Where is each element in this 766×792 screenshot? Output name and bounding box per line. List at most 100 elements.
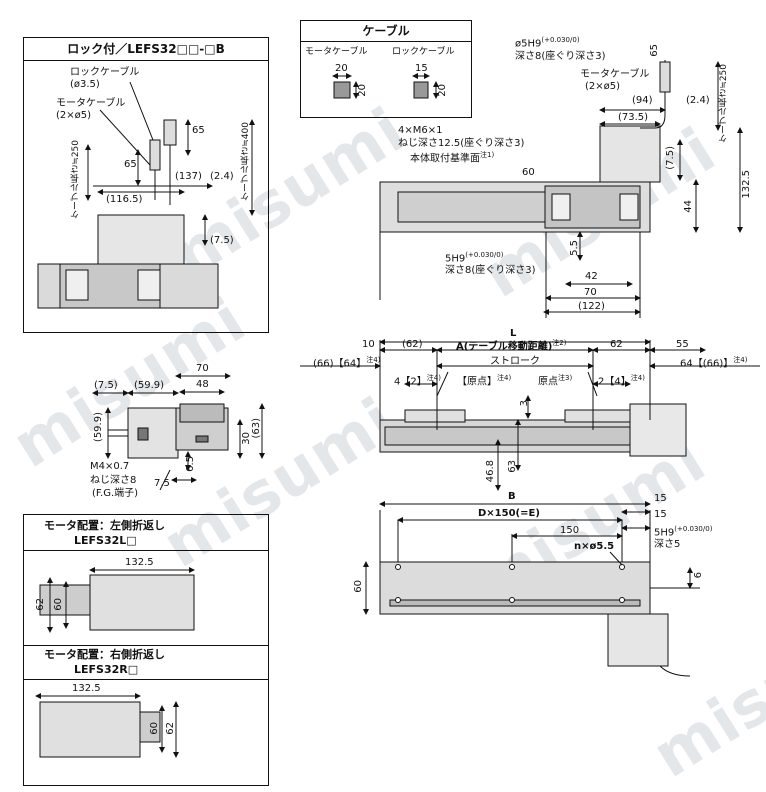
slot-depth: 深さ8(座ぐり深さ3) [445, 265, 536, 276]
motor-right-title: モータ配置：右側折返し [44, 648, 165, 661]
end-dim-7-5-b: 7.5 [154, 478, 170, 489]
dim-A: A(テーブル移動距離)注2) [456, 339, 567, 353]
dim-65-b: 65 [124, 159, 137, 170]
end-dim-59-9: (59.9) [134, 380, 165, 391]
motor-left-model: LEFS32L□ [74, 534, 137, 547]
lock-cable-label: ロックケーブル [70, 67, 140, 78]
side-left-4: 4【2】注4) [394, 374, 441, 388]
side-dim-63: 63 [507, 460, 518, 473]
motor-left-62: 62 [35, 598, 46, 611]
bottom-slot-depth: 深さ5 [654, 539, 681, 550]
side-dim-62a: (62) [402, 339, 423, 350]
end-dim-6-5: 6.5 [185, 456, 196, 472]
top-dim-65: 65 [649, 44, 660, 57]
cable-lock-w: 15 [415, 63, 428, 74]
dim-7-5: (7.5) [210, 235, 234, 246]
lock-cable-dia: (ø3.5) [70, 79, 100, 90]
motor-right-132-5: 132.5 [72, 683, 101, 694]
lock-view-drawing [37, 81, 255, 309]
motor-right-model: LEFS32R□ [74, 663, 139, 676]
cable-panel: ケーブル [300, 20, 472, 118]
top-dim-122: (122) [578, 301, 605, 312]
stroke-label: ストローク [490, 356, 540, 367]
hole-depth: 深さ8(座ぐり深さ3) [515, 51, 606, 62]
bottom-dim-60: 60 [353, 580, 364, 593]
side-dim-46-8: 46.8 [485, 460, 496, 483]
cable-motor-h: 20 [357, 84, 368, 97]
dim-D-expr: D×150(=E) [478, 508, 540, 519]
motor-right-60: 60 [149, 722, 160, 735]
motor-cable-label: モータケーブル [56, 98, 126, 109]
top-dim-5-5: 5.5 [569, 240, 580, 256]
fg-terminal: (F.G.端子) [92, 488, 139, 499]
top-motor-cable: モータケーブル [580, 69, 650, 80]
bottom-view-drawing [363, 501, 700, 677]
top-dim-2-4: (2.4) [686, 95, 710, 106]
cable-drawing [332, 73, 439, 99]
end-dim-30: 30 [241, 432, 252, 445]
motor-right-62: 62 [165, 722, 176, 735]
bottom-slot: 5H9(+0.030/0) [654, 525, 713, 539]
side-dim-3: 3 [519, 400, 530, 407]
top-dim-60: 60 [522, 167, 535, 178]
dim-2-4: (2.4) [210, 171, 234, 182]
end-view-drawing [92, 373, 265, 491]
motor-cable-dia: (2×ø5) [56, 110, 92, 121]
base-ref: 本体取付基準面注1) [410, 151, 495, 165]
top-dim-94: (94) [632, 95, 653, 106]
side-right-mid: 64【(66)】注4) [680, 356, 748, 370]
cable-length-250: ケーブル長さ≒250 [71, 140, 81, 219]
divider [23, 679, 268, 680]
cable-motor-w: 20 [335, 63, 348, 74]
side-dim-62b: 62 [610, 339, 623, 350]
dim-65-a: 65 [192, 125, 205, 136]
motor-left-132-5: 132.5 [125, 557, 154, 568]
bottom-dim-15b: 15 [654, 509, 667, 520]
side-right-2: 2【4】注4) [598, 374, 645, 388]
end-dim-48: 48 [196, 379, 209, 390]
mount-holes: n×ø5.5 [574, 541, 615, 552]
side-dim-10: 10 [362, 339, 375, 350]
top-dim-70: 70 [584, 287, 597, 298]
top-dim-7-5: (7.5) [665, 146, 676, 170]
top-dim-132-5: 132.5 [741, 170, 752, 199]
cable-title: ケーブル [301, 21, 471, 42]
side-view-drawing [300, 339, 760, 491]
motor-layout-panel [23, 514, 269, 786]
motor-left-drawing [39, 567, 195, 633]
mount-screw-depth: ねじ深さ12.5(座ぐり深さ3) [398, 138, 525, 149]
fg-screw-depth: ねじ深さ8 [90, 475, 137, 486]
cable-lock-h: 20 [437, 84, 448, 97]
fg-screw: M4×0.7 [90, 461, 130, 472]
mount-screw: 4×M6×1 [398, 125, 443, 136]
motor-left-60: 60 [53, 598, 64, 611]
end-dim-7-5: (7.5) [94, 380, 118, 391]
dim-116-5: (116.5) [106, 194, 143, 205]
top-motor-cable-dia: (2×ø5) [585, 81, 621, 92]
divider [23, 550, 268, 551]
end-dim-70: 70 [196, 363, 209, 374]
top-right-drawing [379, 60, 743, 318]
end-dim-63: (63) [251, 418, 262, 439]
top-dim-42: 42 [585, 271, 598, 282]
slot-5h9: 5H9(+0.030/0) [445, 251, 504, 265]
motor-right-drawing [35, 693, 179, 758]
top-dim-73-5: (73.5) [618, 112, 649, 123]
top-cable-length: ケーブル長さ≒250 [719, 64, 729, 143]
origin: 原点注3) [538, 374, 573, 388]
dim-L: L [510, 328, 517, 339]
dim-137: (137) [175, 171, 202, 182]
lock-view-panel: ロック付／LEFS32□□-□B [23, 37, 269, 333]
origin-bracket: 【原点】注4) [457, 374, 512, 388]
cable-motor-label: モータケーブル [305, 47, 368, 57]
divider [23, 645, 268, 646]
hole-5h9: ø5H9(+0.030/0) [515, 36, 580, 50]
side-left-mid: (66)【64】注4) [313, 356, 381, 370]
motor-left-title: モータ配置：左側折返し [44, 519, 165, 532]
bottom-dim-15a: 15 [654, 493, 667, 504]
side-dim-55: 55 [676, 339, 689, 350]
cable-length-400: ケーブル長さ≒400 [241, 122, 251, 201]
dim-B: B [508, 491, 516, 502]
lock-view-title: ロック付／LEFS32□□-□B [24, 38, 268, 61]
